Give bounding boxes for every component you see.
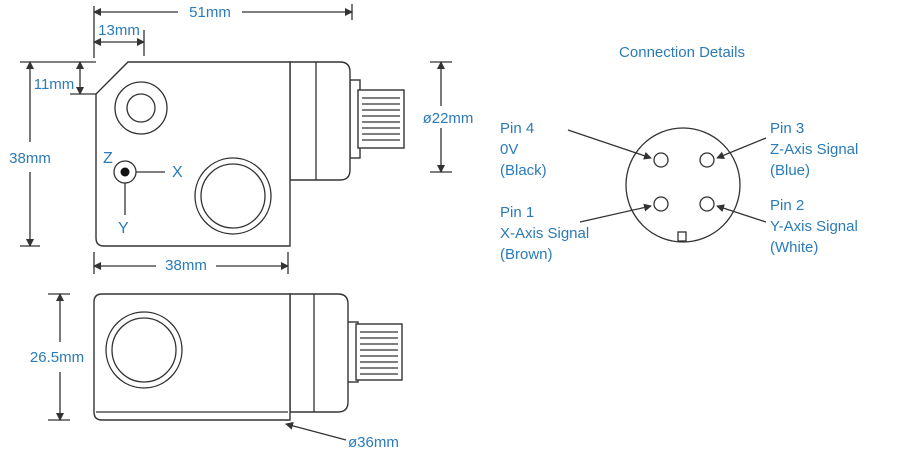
pin-2-number: Pin 2 — [770, 197, 804, 214]
top-view: Z X Y — [95, 61, 405, 247]
pin-2-wire: (White) — [770, 239, 818, 256]
side-view — [93, 293, 403, 421]
side-dimensions: 26.5mm ø36mm — [30, 293, 399, 451]
key-notch — [677, 231, 687, 242]
dim-51mm: 51mm — [189, 4, 231, 21]
pin-2-signal: Y-Axis Signal — [770, 218, 858, 235]
dim-38mm-width: 38mm — [165, 257, 207, 274]
axis-x-label: X — [172, 164, 183, 181]
side-nut — [289, 293, 349, 413]
side-disk-inner — [111, 317, 177, 383]
sensor-disk-outer — [194, 157, 272, 235]
pin-1-number: Pin 1 — [500, 204, 534, 221]
top-dimensions: 51mm 13mm 11mm 38mm ø22mm 38mm — [9, 4, 473, 274]
pin-4-wire: (Black) — [500, 162, 547, 179]
axis-symbol: Z X Y — [103, 150, 183, 237]
dim-26-5mm: 26.5mm — [30, 349, 84, 366]
mounting-hole-inner — [126, 93, 156, 123]
dim-11mm: 11mm — [34, 76, 75, 93]
axis-z-label: Z — [103, 150, 113, 167]
pin-2-label: Pin 2 Y-Axis Signal (White) — [716, 197, 858, 256]
pin-3-wire: (Blue) — [770, 162, 810, 179]
pin-3-label: Pin 3 Z-Axis Signal (Blue) — [716, 120, 858, 179]
connection-details: Connection Details Pin 4 0V (Black) Pin … — [500, 44, 858, 263]
pin-3-number: Pin 3 — [770, 120, 804, 137]
pin-1-wire: (Brown) — [500, 246, 553, 263]
side-disk-outer — [105, 311, 183, 389]
side-body — [93, 293, 291, 421]
mounting-hole-outer — [114, 81, 168, 135]
pin-1-signal: X-Axis Signal — [500, 225, 589, 242]
pin-4-number: Pin 4 — [500, 120, 534, 137]
pin-3-hole — [699, 152, 715, 168]
top-body — [95, 61, 291, 247]
pin-1-hole — [653, 196, 669, 212]
top-nut — [289, 61, 351, 181]
sensor-disk-inner — [200, 163, 266, 229]
connection-title: Connection Details — [619, 44, 745, 61]
side-connector — [345, 321, 403, 383]
pin-4-label: Pin 4 0V (Black) — [500, 120, 652, 179]
pin-4-signal: 0V — [500, 141, 518, 158]
dim-13mm: 13mm — [98, 22, 140, 39]
connector-face — [625, 127, 741, 243]
axis-y-label: Y — [118, 220, 129, 237]
dim-36mm: ø36mm — [348, 434, 399, 451]
pin-2-hole — [699, 196, 715, 212]
top-connector — [349, 79, 405, 159]
dim-22mm: ø22mm — [423, 110, 474, 127]
dim-38mm-height: 38mm — [9, 150, 51, 167]
pin-4-hole — [653, 152, 669, 168]
pin-1-label: Pin 1 X-Axis Signal (Brown) — [500, 203, 652, 263]
pin-3-signal: Z-Axis Signal — [770, 141, 858, 158]
